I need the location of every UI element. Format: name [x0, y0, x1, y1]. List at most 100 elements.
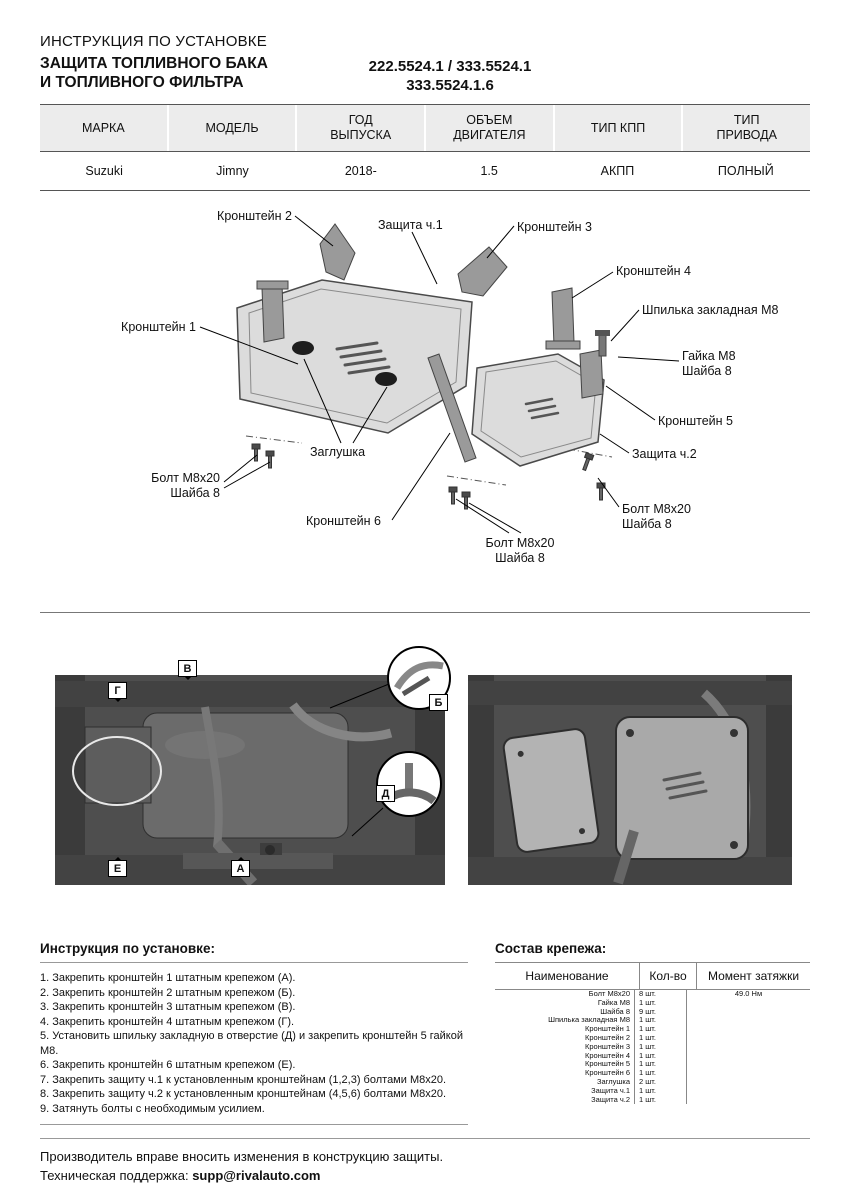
cell-engine: 1.5 [480, 164, 498, 178]
fastener-name: Кронштейн 6 [495, 1068, 635, 1078]
fastener-name: Кронштейн 1 [495, 1024, 635, 1034]
exploded-diagram: Кронштейн 2 Защита ч.1 Кронштейн 3 Кронш… [0, 196, 849, 604]
fastener-qty: 1 шт. [635, 1042, 687, 1052]
cell-brand: Suzuki [85, 164, 123, 178]
fastener-qty: 1 шт. [635, 1095, 687, 1105]
detail-circle-d [376, 751, 442, 817]
instruction-step: 7. Закрепить защиту ч.1 к установленным … [40, 1073, 447, 1086]
document-header: ИНСТРУКЦИЯ ПО УСТАНОВКЕ ЗАЩИТА ТОПЛИВНОГ… [40, 33, 268, 92]
instructions-title: Инструкция по установке: [40, 941, 215, 956]
label-bolt-center: Болт М8х20 Шайба 8 [485, 536, 555, 565]
cell-gearbox: АКПП [600, 164, 635, 178]
fastener-torque [687, 999, 810, 1008]
col-header-drive: ТИП ПРИВОДА [681, 105, 811, 151]
installation-photos: Г В Б Д Е А [0, 646, 849, 900]
fastener-torque: 49.0 Нм [734, 989, 763, 998]
document-subtitle-line2: И ТОПЛИВНОГО ФИЛЬТРА [40, 74, 244, 91]
label-stud: Шпилька закладная М8 [642, 303, 779, 317]
fastener-torque [687, 1052, 810, 1061]
fastener-torque [687, 1078, 810, 1087]
instruction-step: 5. Установить шпильку закладную в отверс… [40, 1030, 463, 1057]
fastener-torque [687, 1069, 810, 1078]
fastener-name: Кронштейн 5 [495, 1060, 635, 1070]
label-bracket2: Кронштейн 2 [217, 209, 292, 223]
label-bracket4: Кронштейн 4 [616, 264, 691, 278]
label-bracket1: Кронштейн 1 [121, 320, 196, 334]
instruction-step: 3. Закрепить кронштейн 3 штатным крепежо… [40, 1001, 296, 1013]
shield-part2-shape [471, 353, 605, 467]
stud-shape [595, 330, 610, 357]
fastener-name: Заглушка [495, 1077, 635, 1087]
shield-part1-shape [236, 279, 473, 434]
photo-underbody-installed [468, 675, 792, 885]
fasteners-section: Состав крепежа: Наименование Кол-во Моме… [495, 941, 810, 1105]
exploded-diagram-graphic [199, 215, 680, 534]
callout-letter-v: В [183, 662, 192, 675]
instruction-step: 1. Закрепить кронштейн 1 штатным крепежо… [40, 972, 296, 984]
fastener-qty: 1 шт. [635, 1086, 687, 1096]
detail-circle-d-graphic [385, 763, 437, 805]
callout-letter-b: Б [434, 696, 443, 709]
fastener-qty: 1 шт. [635, 1060, 687, 1070]
fastener-torque [687, 1025, 810, 1034]
fastener-torque [687, 1016, 810, 1025]
callout-letter-e: Е [113, 862, 122, 875]
col-header-year: ГОД ВЫПУСКА [295, 105, 425, 151]
fastener-qty: 1 шт. [635, 998, 687, 1008]
col-header-gearbox: ТИП КПП [552, 105, 682, 151]
part-numbers: 222.5524.1 / 333.5524.1 333.5524.1.6 [330, 57, 570, 95]
cell-drive: ПОЛНЫЙ [717, 164, 774, 178]
label-bracket3: Кронштейн 3 [517, 220, 592, 234]
label-shield2: Защита ч.2 [632, 447, 697, 461]
fasteners-table-header: Наименование Кол-во Момент затяжки [495, 962, 810, 990]
instruction-step: 4. Закрепить кронштейн 4 штатным крепежо… [40, 1015, 295, 1028]
label-nut-washer: Гайка М8 Шайба 8 [682, 349, 736, 378]
fastener-name: Защита ч.2 [495, 1095, 635, 1105]
bracket4-shape [545, 287, 581, 350]
instruction-step: 9. Затянуть болты с необходимым усилием. [40, 1102, 265, 1115]
installation-instructions: Инструкция по установке: 1. Закрепить кр… [40, 941, 468, 1125]
fastener-torque [687, 1008, 810, 1017]
fasteners-title: Состав крепежа: [495, 941, 607, 956]
label-plug: Заглушка [310, 445, 366, 459]
vehicle-table: МАРКА МОДЕЛЬ ГОД ВЫПУСКА ОБЪЕМ ДВИГАТЕЛЯ… [40, 104, 811, 191]
fastener-torque [687, 1087, 810, 1096]
col-header-model: МОДЕЛЬ [166, 105, 296, 151]
callout-marker-g: Г [108, 682, 127, 702]
fastener-qty: 1 шт. [635, 1024, 687, 1034]
section-divider [40, 612, 810, 613]
vehicle-table-row: Suzuki Jimny 2018- 1.5 АКПП ПОЛНЫЙ [40, 152, 810, 190]
footer-disclaimer: Производитель вправе вносить изменения в… [40, 1149, 444, 1164]
bolt-shapes [251, 443, 606, 510]
callout-marker-d: Д [376, 785, 395, 802]
col-header-brand: МАРКА [40, 105, 167, 151]
label-bracket5: Кронштейн 5 [658, 414, 733, 428]
document-subtitle-line1: ЗАЩИТА ТОПЛИВНОГО БАКА [40, 55, 268, 72]
fastener-torque [687, 1060, 810, 1069]
fastener-name: Кронштейн 3 [495, 1042, 635, 1052]
callout-marker-b: Б [429, 694, 448, 711]
cell-model: Jimny [216, 164, 249, 178]
fasteners-col-qty: Кол-во [640, 963, 697, 989]
callout-marker-v: В [178, 660, 197, 680]
detail-circle-b-graphic [393, 661, 444, 697]
fastener-qty: 1 шт. [635, 1016, 687, 1026]
fastener-name: Кронштейн 4 [495, 1051, 635, 1061]
fastener-qty: 9 шт. [635, 1007, 687, 1017]
callout-letter-a: А [236, 862, 245, 875]
instructions-list: 1. Закрепить кронштейн 1 штатным крепежо… [40, 962, 468, 1125]
part-numbers-bottom: 333.5524.1.6 [406, 77, 494, 94]
instruction-step: 6. Закрепить кронштейн 6 штатным крепежо… [40, 1059, 296, 1071]
